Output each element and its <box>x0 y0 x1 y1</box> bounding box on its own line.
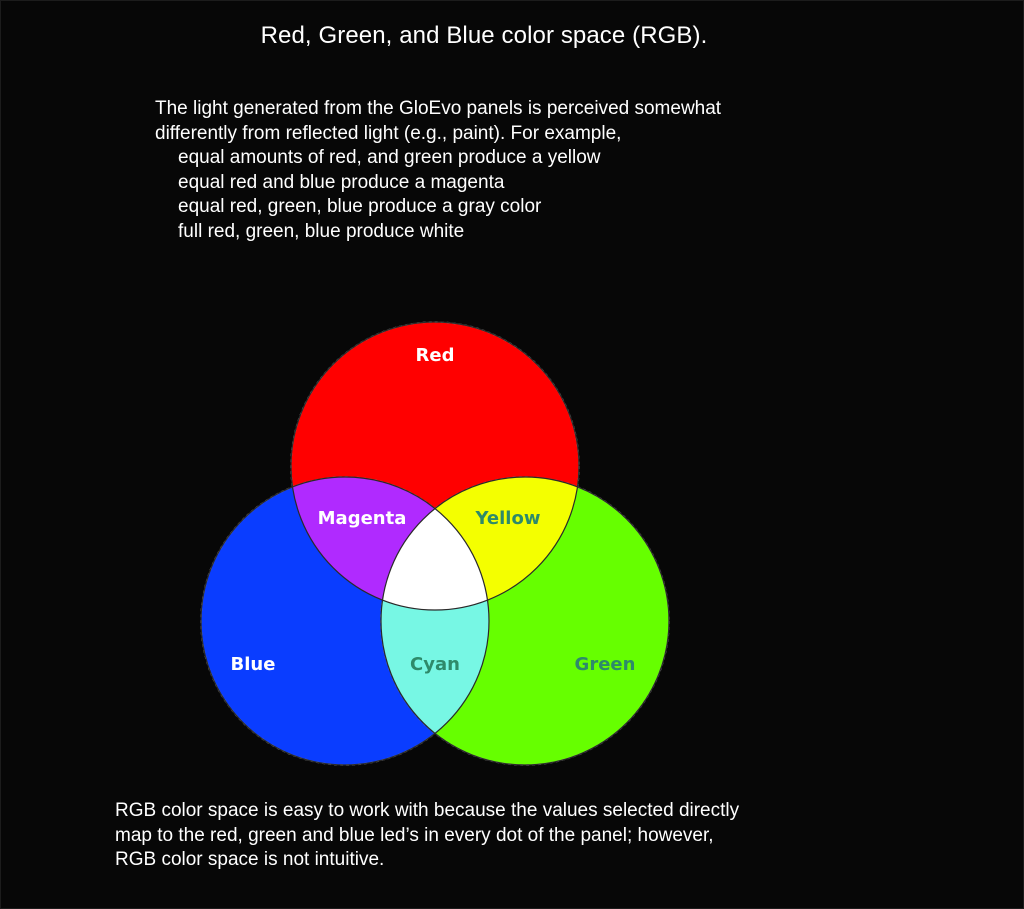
intro-text: The light generated from the GloEvo pane… <box>155 97 855 244</box>
blue-outline <box>200 476 490 766</box>
footer-line: map to the red, green and blue led’s in … <box>115 824 714 846</box>
label-red: Red <box>416 345 455 366</box>
label-magenta: Magenta <box>318 508 407 529</box>
example-gray: equal red, green, blue produce a gray co… <box>178 196 542 217</box>
red-outline <box>290 321 580 611</box>
label-blue: Blue <box>231 654 276 675</box>
example-yellow: equal amounts of red, and green produce … <box>178 147 601 168</box>
intro-line: The light generated from the GloEvo pane… <box>155 98 722 119</box>
footer-text: RGB color space is easy to work with bec… <box>115 799 875 873</box>
white-center <box>381 477 489 610</box>
footer-line: RGB color space is not intuitive. <box>115 849 385 870</box>
label-green: Green <box>575 654 636 675</box>
footer-line: RGB color space is easy to work with bec… <box>115 800 740 821</box>
intro-line: differently from reflected light (e.g., … <box>155 122 622 144</box>
example-white: full red, green, blue produce white <box>178 220 465 242</box>
label-cyan: Cyan <box>410 654 460 675</box>
rgb-venn-diagram: Red Magenta Yellow Blue Cyan Green <box>200 321 670 766</box>
green-outline <box>380 476 670 766</box>
example-magenta: equal red and blue produce a magenta <box>178 171 505 193</box>
page-title: Red, Green, and Blue color space (RGB). <box>260 22 708 49</box>
label-yellow: Yellow <box>475 508 541 529</box>
